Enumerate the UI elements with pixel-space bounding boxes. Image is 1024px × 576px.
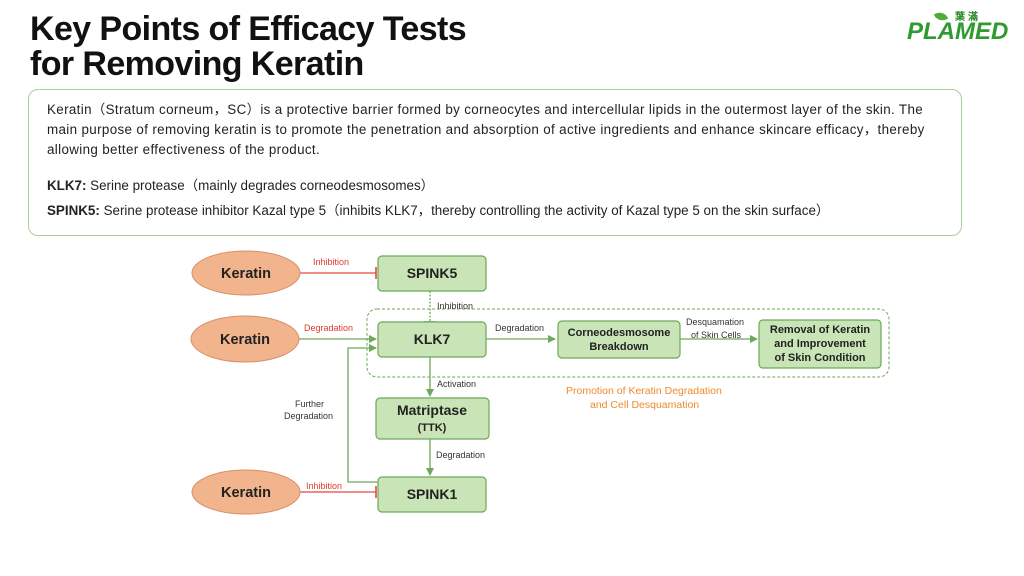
node-corneodesmosome xyxy=(557,320,681,359)
node-removal-label-3: of Skin Condition xyxy=(774,352,865,364)
promotion-label-2: and Cell Desquamation xyxy=(590,399,699,411)
promotion-label-1: Promotion of Keratin Degradation xyxy=(566,385,722,397)
label-inhibition-mid: Inhibition xyxy=(437,301,473,311)
node-klk7 xyxy=(377,321,487,358)
definition-text-spink5: Serine protease inhibitor Kazal type 5（i… xyxy=(99,203,830,218)
edge-spink1-klk7-further xyxy=(347,344,378,483)
label-inhibition-top: Inhibition xyxy=(313,257,349,267)
label-further-1: Further xyxy=(295,399,324,409)
node-matriptase-label-2: (TTK) xyxy=(418,422,447,434)
definition-spink5: SPINK5: Serine protease inhibitor Kazal … xyxy=(47,201,945,221)
label-activation: Activation xyxy=(437,379,476,389)
label-further-2: Degradation xyxy=(284,411,333,421)
node-spink1-label: SPINK1 xyxy=(407,486,458,502)
label-inhibition-bottom: Inhibition xyxy=(306,481,342,491)
node-matriptase-label-1: Matriptase xyxy=(397,402,467,418)
definition-term-spink5: SPINK5: xyxy=(47,203,100,218)
definition-text-klk7: Serine protease（mainly degrades corneode… xyxy=(86,178,435,193)
label-degradation-matriptase: Degradation xyxy=(436,450,485,460)
logo-text: PLAMED xyxy=(907,18,1009,45)
node-keratin-3 xyxy=(191,469,301,515)
node-keratin-2 xyxy=(190,315,300,363)
label-desquamation-2: of Skin Cells xyxy=(691,330,742,340)
definition-klk7: KLK7: Serine protease（mainly degrades co… xyxy=(47,176,945,196)
node-spink1 xyxy=(377,476,487,513)
node-corneo-label-2: Breakdown xyxy=(589,341,649,353)
label-degradation-klk7: Degradation xyxy=(495,323,544,333)
node-spink5 xyxy=(377,255,487,292)
node-keratin-1 xyxy=(191,250,301,296)
node-matriptase xyxy=(375,397,490,440)
label-desquamation-1: Desquamation xyxy=(686,317,744,327)
promotion-region xyxy=(366,308,890,378)
node-keratin-1-label: Keratin xyxy=(221,266,271,282)
node-removal-label-2: and Improvement xyxy=(774,338,866,350)
page-title: Key Points of Efficacy Tests for Removin… xyxy=(30,12,670,82)
page-title-line-1: Key Points of Efficacy Tests xyxy=(30,10,467,48)
plamed-logo: 葉滿 PLAMED xyxy=(905,8,1013,46)
page-title-line-2: for Removing Keratin xyxy=(30,45,364,83)
node-spink5-label: SPINK5 xyxy=(407,265,458,281)
logo-chinese-text: 葉滿 xyxy=(955,12,981,23)
node-removal xyxy=(758,319,882,369)
definition-term-klk7: KLK7: xyxy=(47,178,87,193)
node-keratin-3-label: Keratin xyxy=(221,485,271,501)
node-klk7-label: KLK7 xyxy=(414,331,451,347)
info-paragraph: Keratin（Stratum corneum，SC）is a protecti… xyxy=(47,102,925,157)
node-keratin-2-label: Keratin xyxy=(220,332,270,348)
label-degradation-keratin: Degradation xyxy=(304,323,353,333)
node-corneo-label-1: Corneodesmosome xyxy=(568,327,671,339)
node-removal-label-1: Removal of Keratin xyxy=(770,324,871,336)
info-box: Keratin（Stratum corneum，SC）is a protecti… xyxy=(28,89,962,236)
